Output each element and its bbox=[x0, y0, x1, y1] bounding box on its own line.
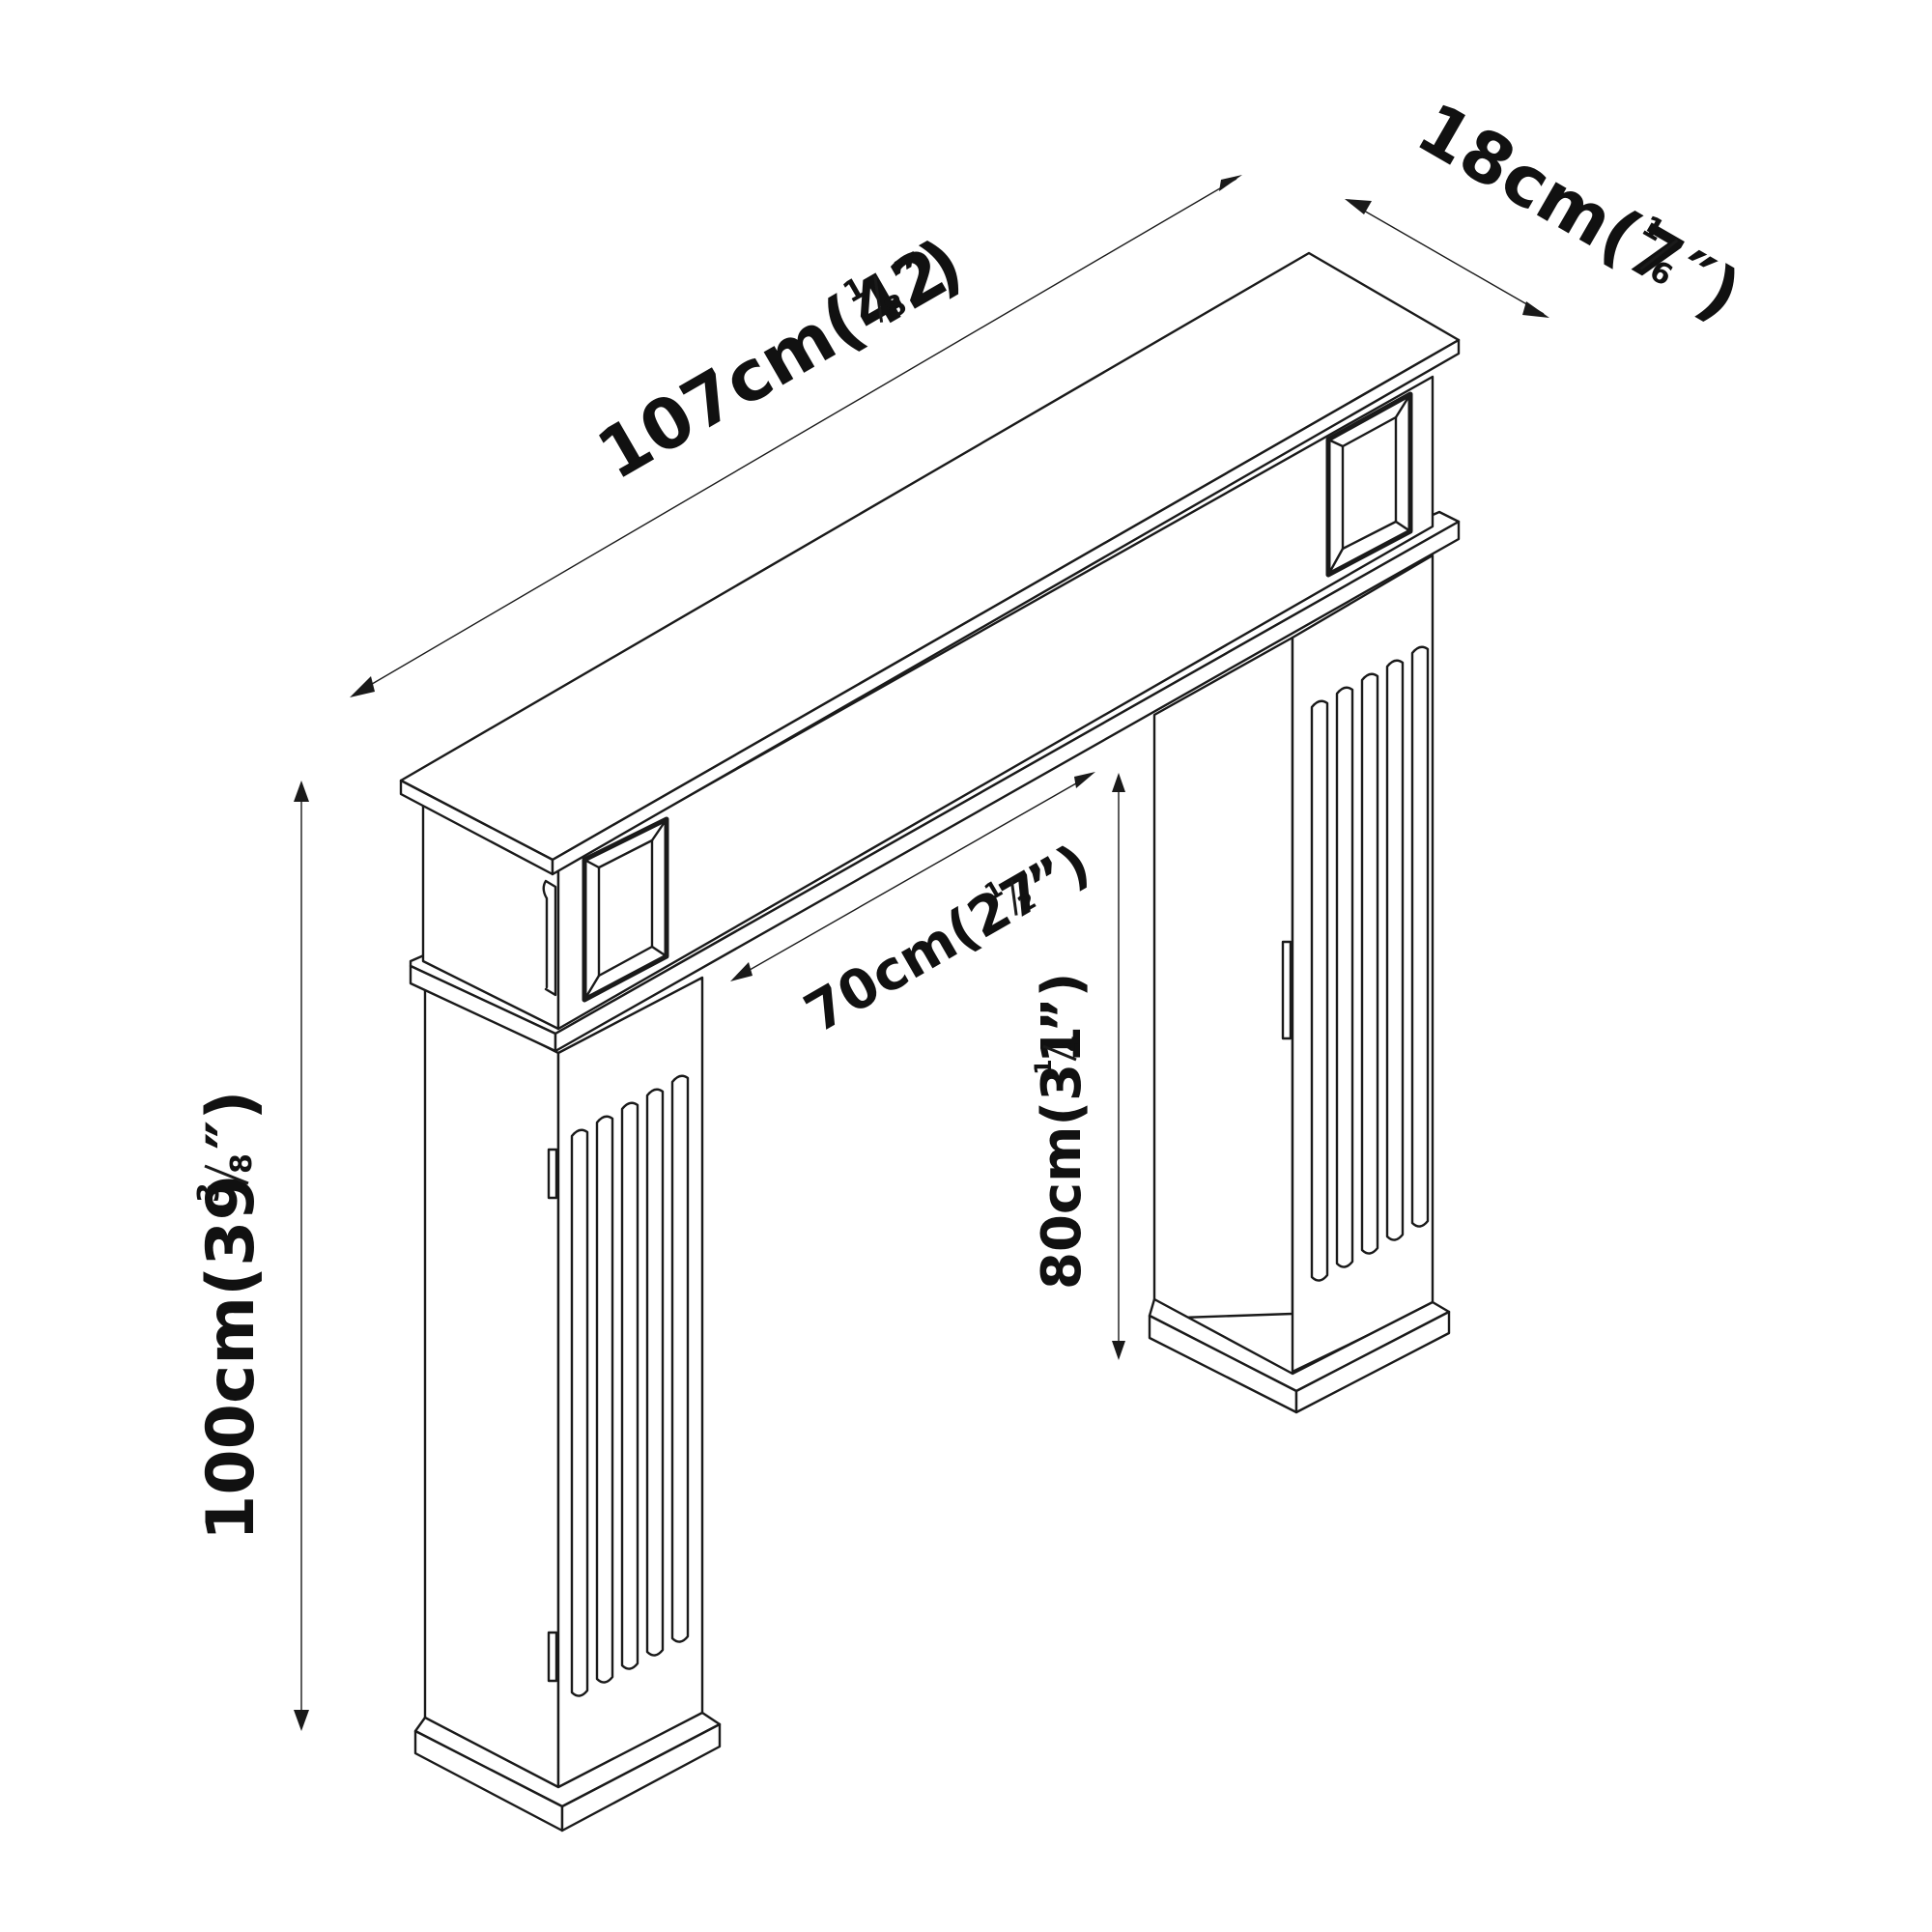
right-leg-fluting bbox=[1310, 645, 1430, 1282]
opening-height-label-main: 80cm(31 bbox=[1031, 1026, 1094, 1290]
opening-height-label-close: ”) bbox=[1031, 973, 1094, 1033]
left-decor-panel bbox=[582, 816, 669, 1003]
height-label-close: ″) bbox=[193, 1091, 270, 1150]
depth-arrow-bottom bbox=[1522, 301, 1549, 318]
height-label: 100cm(39 3 8 ″) bbox=[192, 1091, 270, 1541]
left-leg-front bbox=[556, 976, 704, 1799]
left-leg-hinge-top bbox=[547, 1148, 558, 1200]
frieze-left-side-bracket bbox=[542, 879, 557, 997]
dimension-lines bbox=[294, 175, 1549, 1731]
height-label-main: 100cm(39 bbox=[193, 1175, 270, 1541]
opening-height-arrow-bottom bbox=[1112, 1341, 1125, 1360]
depth-arrow-top bbox=[1345, 199, 1372, 214]
opening-height-label-denominator: 4 bbox=[1057, 1036, 1084, 1052]
width-arrow-left bbox=[350, 676, 375, 697]
left-leg bbox=[413, 976, 722, 1833]
right-leg-hinge bbox=[1281, 940, 1293, 1040]
lower-ledge-side bbox=[554, 520, 1461, 1053]
top-shelf-side bbox=[551, 338, 1461, 876]
frieze-front bbox=[556, 375, 1435, 1031]
left-leg-side bbox=[423, 983, 560, 1799]
right-leg-plinth-side bbox=[1294, 1310, 1451, 1414]
height-label-numerator: 3 bbox=[192, 1182, 226, 1203]
mantel-body bbox=[409, 375, 1461, 1053]
width-arrow-right bbox=[1219, 175, 1242, 191]
opening-height-arrow-top bbox=[1112, 773, 1125, 792]
depth-label: 18cm(7 1 6 ″) bbox=[1405, 87, 1754, 336]
height-arrow-bottom bbox=[294, 1710, 309, 1731]
height-arrow-top bbox=[294, 781, 309, 802]
opening-width-arrow-left bbox=[730, 962, 753, 981]
opening-width-line bbox=[735, 775, 1091, 979]
height-label-denominator: 8 bbox=[225, 1153, 259, 1174]
width-label: 107cm(42 1 8 ″) bbox=[584, 222, 977, 496]
right-leg-side bbox=[1152, 636, 1294, 1321]
left-leg-hinge-bottom bbox=[547, 1631, 558, 1683]
opening-height-label: 80cm(31 1 4 ”) bbox=[1030, 973, 1094, 1290]
opening-width-arrow-right bbox=[1074, 772, 1095, 788]
right-decor-panel bbox=[1325, 391, 1413, 578]
left-leg-plinth-side bbox=[560, 1722, 722, 1833]
width-dimension-line bbox=[355, 178, 1237, 695]
opening-height-label-numerator: 1 bbox=[1030, 1059, 1057, 1075]
top-shelf bbox=[399, 251, 1461, 876]
left-leg-fluting bbox=[570, 1074, 690, 1697]
depth-dimension-line bbox=[1350, 202, 1545, 315]
right-leg bbox=[1148, 554, 1451, 1414]
